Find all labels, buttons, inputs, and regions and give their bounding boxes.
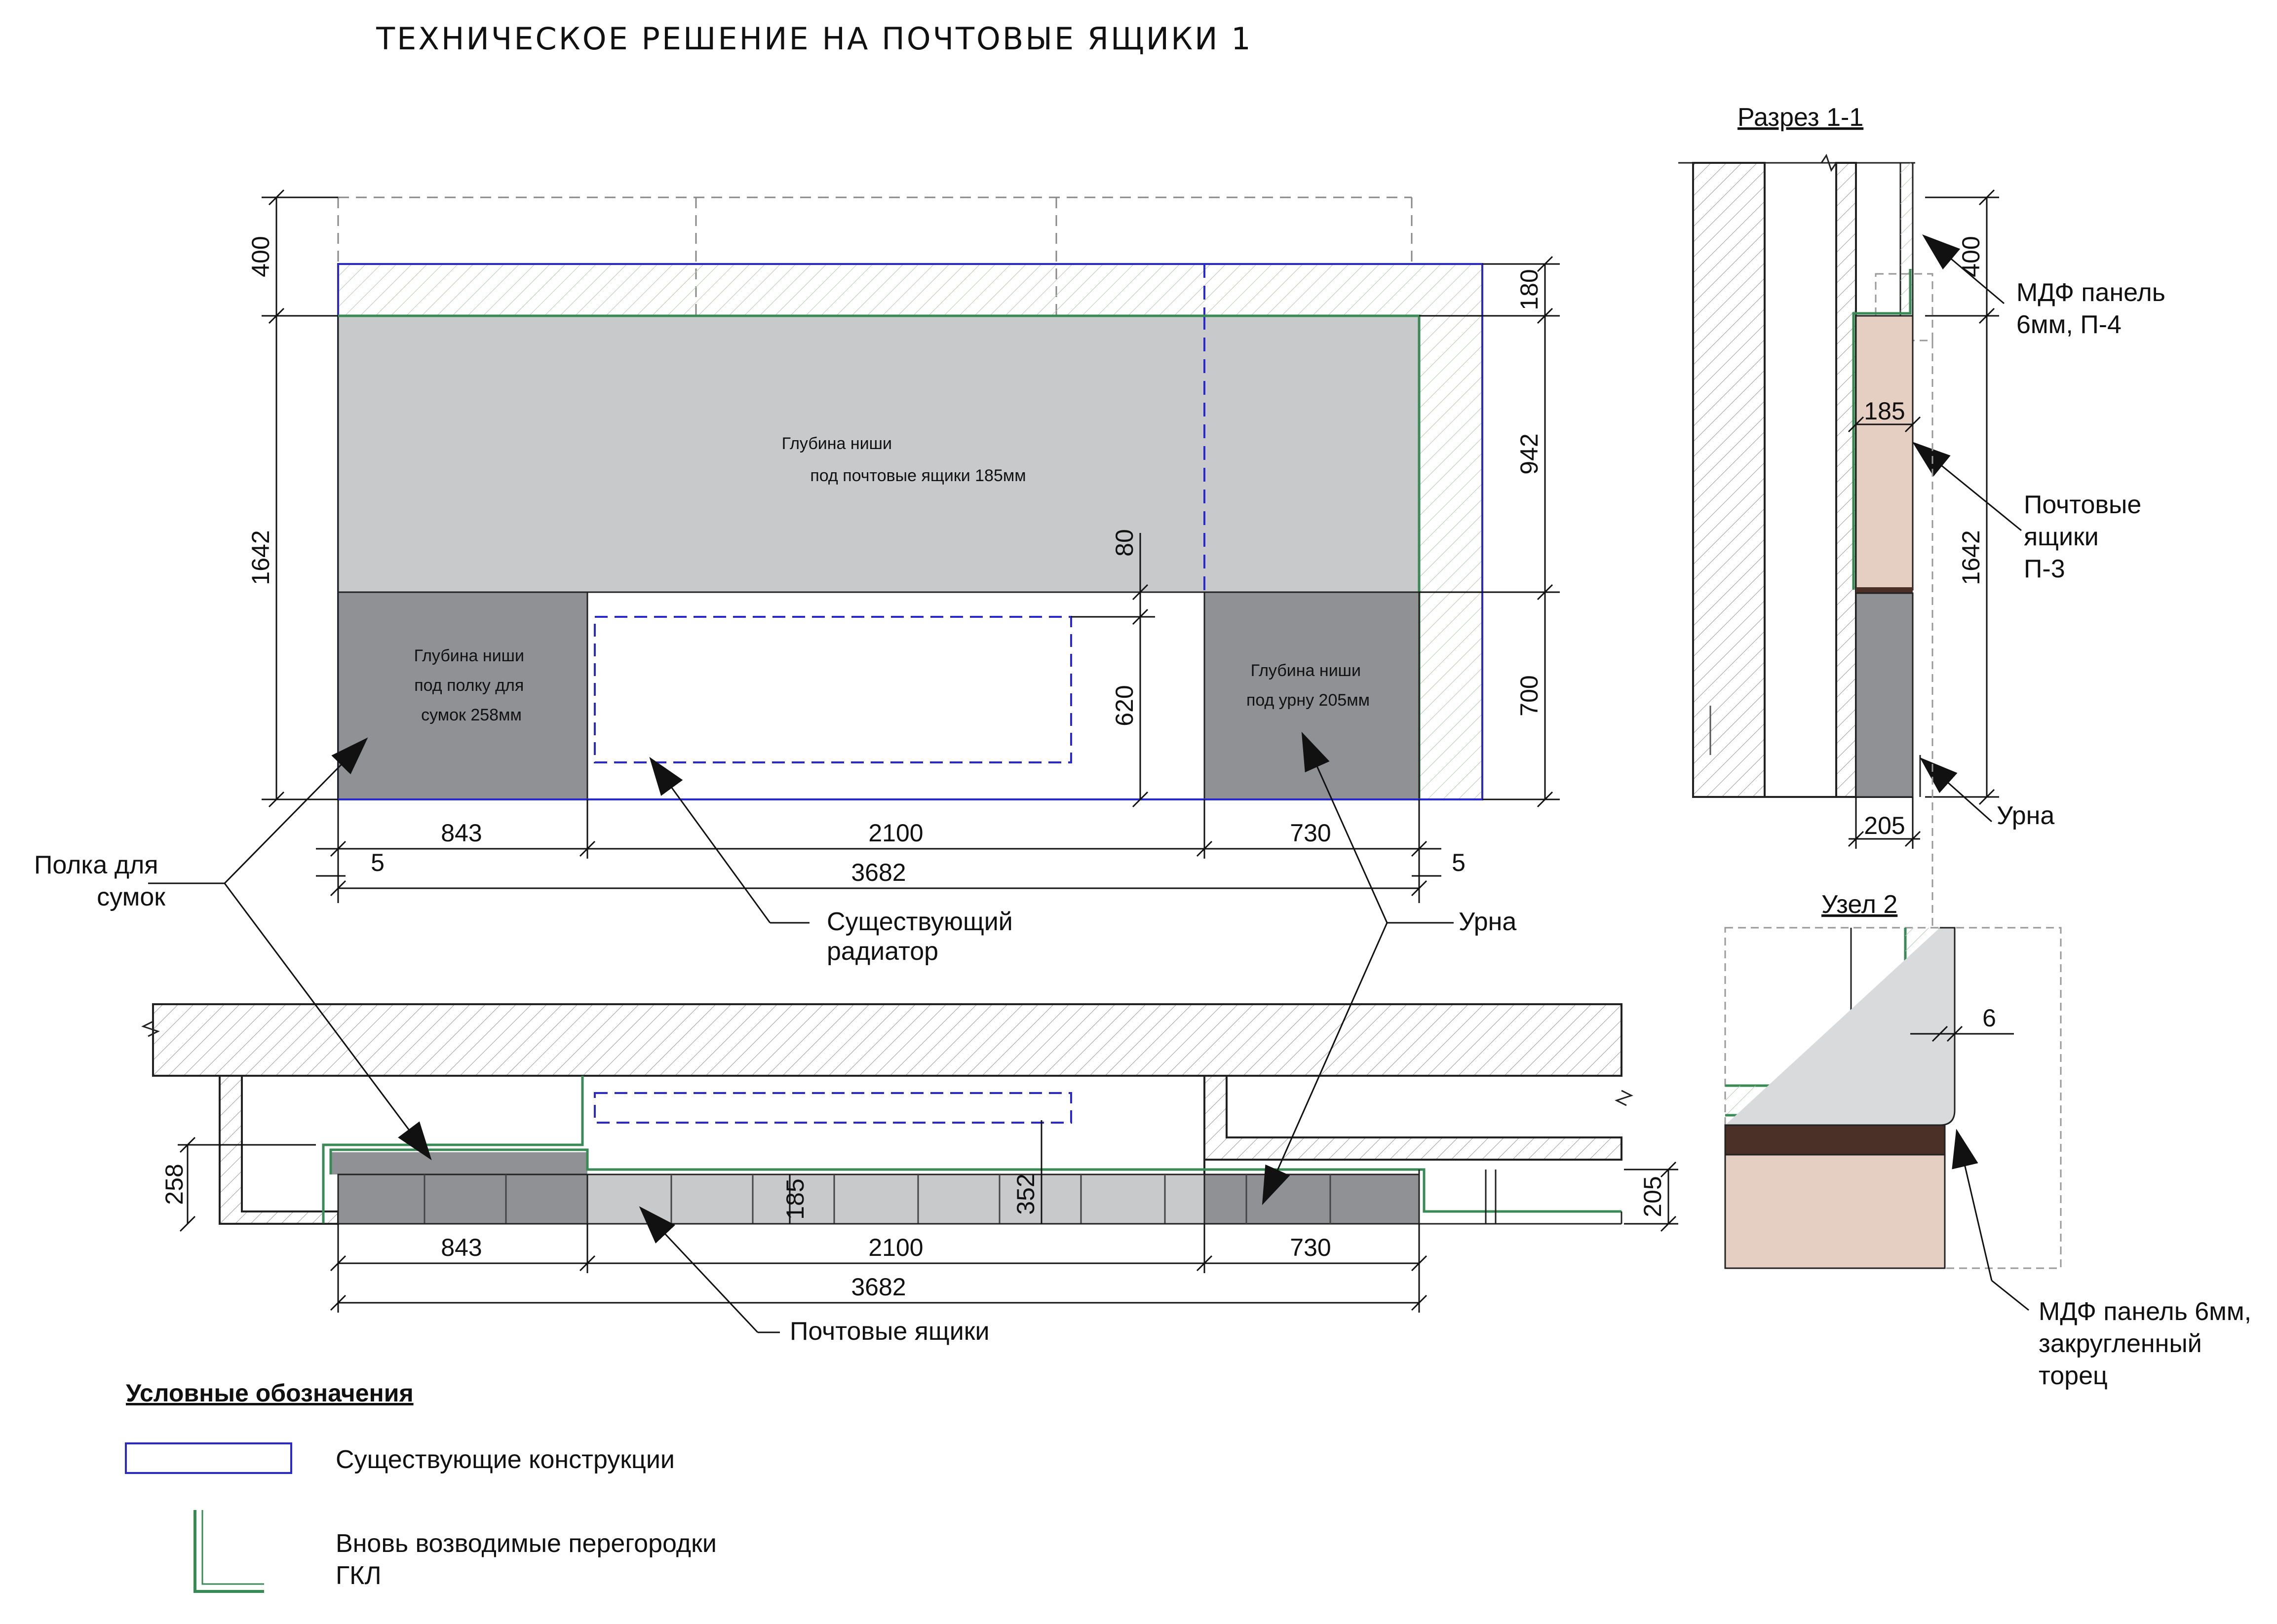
elevation-view: Глубина ниши под почтовые ящики 185мм Гл… [247,189,1560,903]
callout-bin: Урна [1459,907,1516,936]
legend-new-swatch [193,1510,264,1593]
dim-700-right: 700 [1515,675,1543,716]
dim-180-right: 180 [1515,269,1543,310]
dim-843-elev: 843 [441,819,482,847]
dim-843-plan: 843 [441,1234,482,1261]
svg-text:Существующий радиатор: Существующий радиатор [827,907,1020,966]
callout-radiator-1: Существующий [827,907,1013,936]
dim-5-right: 5 [1452,849,1466,876]
callout-mailboxes: Почтовые ящики [790,1317,990,1346]
elevation-right-band [1419,316,1482,799]
bin-niche-note-2: под урну 205мм [1246,691,1370,710]
svg-text:МДФ панель 6мм, закругле: МДФ панель 6мм, закругленный торец [2039,1297,2259,1390]
svg-text:Полка для сумок: Полка для сумок [34,851,165,911]
section-mailbox [1855,315,1914,591]
bin-niche-note-1: Глубина ниши [1251,661,1361,680]
section-mailbox-label-3: П-3 [2024,555,2065,583]
dim-400-left: 400 [247,236,274,277]
plan-bag-shelf [331,1152,587,1174]
mail-niche [337,315,1420,593]
legend-existing-label: Существующие конструкции [336,1445,675,1474]
dim-3682-plan: 3682 [851,1273,906,1301]
plan-right-pillar [1203,1075,1622,1161]
section-bin [1855,592,1914,798]
dim-6: 6 [1982,1004,1996,1032]
dim-2100-elev: 2100 [868,819,923,847]
svg-text:Глубина ниши под полку д: Глубина ниши под полку для сумок 258мм [414,646,529,724]
dim-730-plan: 730 [1290,1234,1331,1261]
bag-niche-note-1: Глубина ниши [414,646,524,665]
mail-niche-note-1: Глубина ниши [782,434,892,453]
callouts [148,731,1454,1333]
callout-shelf-1: Полка для [34,851,158,879]
bag-niche-note-3: сумок 258мм [421,706,522,724]
existing-radiator [594,616,1072,763]
plan-wall-top [152,1003,1622,1077]
legend-title: Условные обозначения [126,1379,414,1407]
section-mailbox-label-2: ящики [2024,523,2099,551]
svg-text:МДФ панель 6мм, П-4: МДФ панель 6мм, П-4 [2016,278,2172,339]
section-mailbox-label-1: Почтовые [2024,491,2141,519]
dim-1642-left: 1642 [247,530,274,585]
node-view: Узел 2 6 МДФ панель 6мм, закругленный то… [1724,890,2259,1390]
section-bin-label: Урна [1997,801,2054,830]
dim-400-section: 400 [1957,236,1985,277]
dim-205-section: 205 [1864,812,1905,839]
dim-942-right: 942 [1515,433,1543,474]
legend-new-label-1: Вновь возводимые перегородки [336,1529,717,1558]
callout-radiator-2: радиатор [827,937,938,966]
node-mdf-label-3: торец [2039,1361,2108,1390]
dim-80: 80 [1111,529,1138,557]
node-title: Узел 2 [1821,890,1897,919]
plan-view: 258 185 352 205 843 2100 730 3682 [141,1003,1678,1313]
svg-text:Глубина ниши под почтовы: Глубина ниши под почтовые ящики 185мм [782,434,1026,485]
plan-mailbox-strip [337,1173,1420,1225]
elevation-top-band [338,264,1482,316]
section-mdf-label-1: МДФ панель [2016,278,2165,307]
dim-1642-section: 1642 [1957,530,1985,585]
legend-existing-swatch [125,1442,292,1474]
drawing-title: ТЕХНИЧЕСКОЕ РЕШЕНИЕ НА ПОЧТОВЫЕ ЯЩИКИ 1 [376,21,1252,57]
section-mdf-label-2: 6мм, П-4 [2016,310,2122,339]
callout-shelf-2: сумок [97,883,165,911]
node-mdf-label-2: закругленный [2039,1329,2202,1358]
svg-text:Вновь возводимые перегородки: Вновь возводимые перегородки ГКЛ [336,1529,724,1590]
dim-205-plan: 205 [1639,1176,1666,1217]
plan-radiator [594,1092,1072,1124]
legend: Условные обозначения Существующие констр… [125,1379,724,1593]
dim-185-section: 185 [1864,397,1905,425]
svg-text:Почтовые ящики П-3: Почтовые ящики П-3 [2024,491,2149,583]
section-view: Разрез 1-1 [1678,103,2172,849]
radiator-opening [586,591,1205,800]
bag-shelf-niche [337,591,588,800]
dim-620: 620 [1111,685,1138,726]
dim-2100-plan: 2100 [868,1234,923,1261]
svg-text:Глубина ниши под урну 20: Глубина ниши под урну 205мм [1246,661,1370,710]
dim-185-plan: 185 [781,1178,809,1219]
plan-left-pillar [219,1075,339,1225]
new-partition-plan [322,1076,584,1224]
bag-niche-note-2: под полку для [414,676,524,695]
dim-352: 352 [1012,1173,1040,1214]
node-mdf-label-1: МДФ панель 6мм, [2039,1297,2251,1326]
section-wall [1692,162,1766,798]
mail-niche-note-2: под почтовые ящики 185мм [810,466,1026,485]
dim-5-left: 5 [371,849,385,876]
dim-258: 258 [160,1164,188,1205]
section-title: Разрез 1-1 [1737,103,1863,132]
node-mailbox-body [1724,1154,1946,1269]
dim-3682-elev: 3682 [851,859,906,886]
legend-new-label-2: ГКЛ [336,1561,382,1590]
dim-730-elev: 730 [1290,819,1331,847]
node-mdf-panel [1725,927,1956,1126]
